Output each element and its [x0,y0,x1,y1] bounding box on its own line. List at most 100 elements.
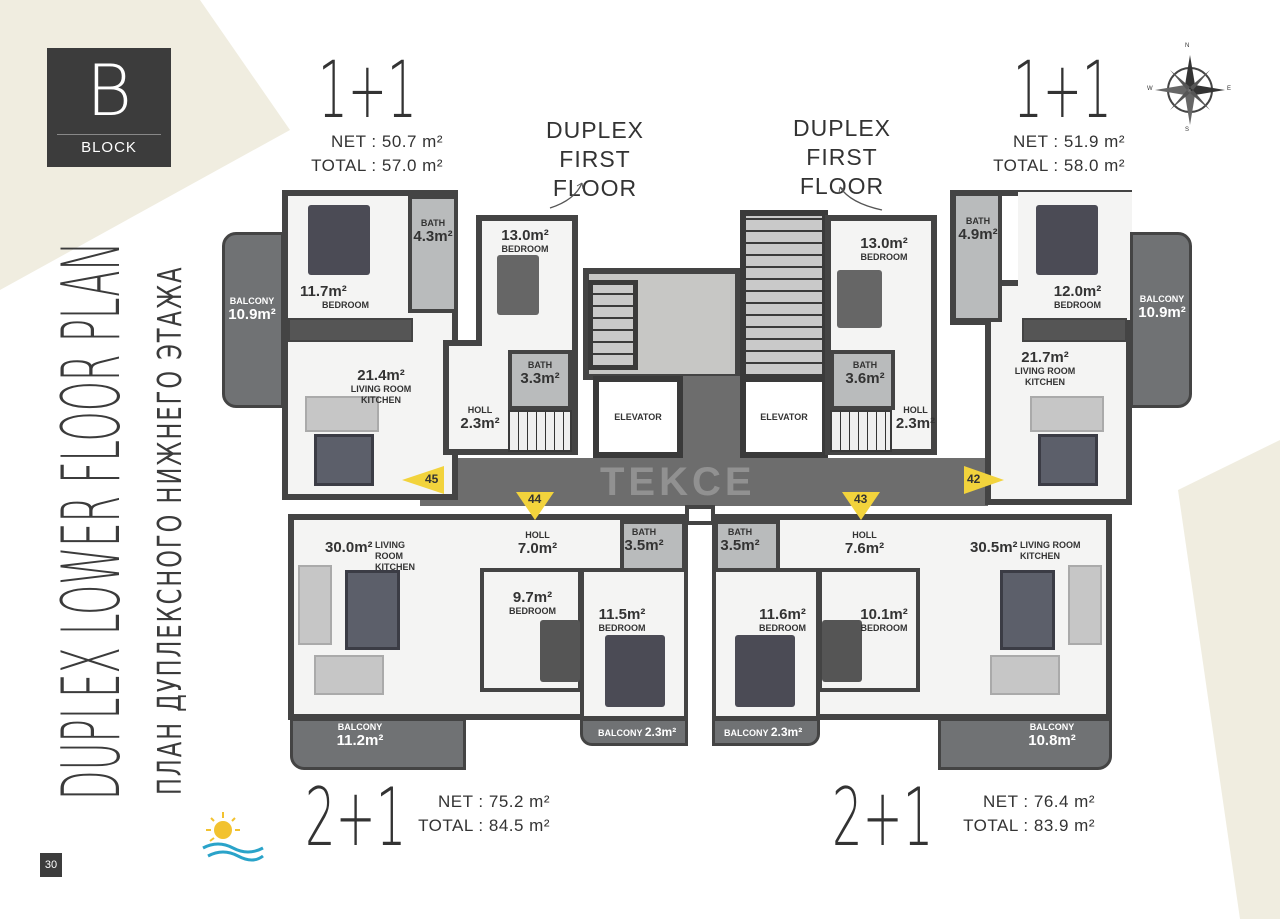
bed-icon [1036,205,1098,275]
elevator-left: ELEVATOR [593,376,683,458]
unit-type-top-left: 1+1 [318,46,417,136]
kitchen-counter [288,318,413,342]
sofa-icon [298,565,332,645]
bed-icon [837,270,882,328]
room-label: BALCONY 2.3m² [598,725,677,739]
marker-label-45: 45 [425,472,439,486]
duplex-line1: DUPLEX [792,115,892,141]
unit-type-top-right: 1+1 [1013,46,1112,136]
unit-type-bottom-left: 2+1 [305,771,407,864]
bath-dr [830,350,895,410]
bath-tl [408,195,458,313]
compass-n: N [1185,43,1190,49]
unit-area-bottom-right: NET : 76.4 m² TOTAL : 83.9 m² [952,790,1095,838]
unit-area-bottom-left: NET : 75.2 m² TOTAL : 84.5 m² [412,790,550,838]
compass-e: E [1227,86,1232,92]
sofa-icon [1068,565,1102,645]
stairs-icon [830,410,892,452]
bed-icon [735,635,795,707]
duplex-arrows [549,182,883,211]
block-label: BLOCK [57,134,161,156]
unit-area-top-left: NET : 50.7 m² TOTAL : 57.0 m² [285,130,443,178]
duplex-label-right: DUPLEX FIRST FLOOR [762,114,922,201]
page-number: 30 [40,853,62,877]
compass-w: W [1147,86,1153,92]
total-area: TOTAL : 58.0 m² [993,156,1125,175]
duplex-line2: FIRST FLOOR [552,146,638,201]
watermark: TEKCE [600,460,756,504]
duplex-line1: DUPLEX [545,117,645,143]
marker-label-44: 44 [528,492,542,506]
sofa-icon [314,655,384,695]
rug-icon [1000,570,1055,650]
marker-label-42: 42 [967,472,981,486]
bed-icon [497,255,539,315]
marker-45 [402,466,444,494]
bed-icon [605,635,665,707]
sofa-icon [1030,396,1104,432]
total-area: TOTAL : 83.9 m² [963,816,1095,835]
balcony-bl-1 [290,718,466,770]
stairs-icon [588,280,638,370]
bed-icon [540,620,580,682]
unit-type-bottom-right: 2+1 [832,771,934,864]
net-area: NET : 75.2 m² [438,792,550,811]
sofa-icon [990,655,1060,695]
elevator-right: ELEVATOR [740,376,828,458]
net-area: NET : 51.9 m² [1013,132,1125,151]
marker-42 [964,466,1004,494]
bed-icon [822,620,862,682]
sofa-icon [305,396,379,432]
sun-sea-logo [202,812,264,862]
room-label: 30.5m² LIVING ROOM KITCHEN [970,539,1081,562]
duplex-label-left: DUPLEX FIRST FLOOR [515,116,675,203]
room-label: 30.0m² LIVING ROOM KITCHEN [325,539,416,573]
page-title: DUPLEX LOWER FLOOR PLAN [45,241,138,801]
balcony-br-1 [712,718,820,746]
compass-s: S [1185,127,1190,133]
marker-43 [842,492,880,520]
stairs-icon [740,210,828,380]
balcony-bl-2 [580,718,688,746]
marker-label-43: 43 [854,492,868,506]
rug-icon [314,434,374,486]
lobby [683,376,740,460]
unit-area-top-right: NET : 51.9 m² TOTAL : 58.0 m² [965,130,1125,178]
entrance-markers [402,466,1004,520]
balcony-tr [1130,232,1192,408]
kitchen-counter [1022,318,1127,342]
page-subtitle-ru: ПЛАН ДУПЛЕКСНОГО НИЖНЕГО ЭТАЖА [150,265,189,795]
total-area: TOTAL : 84.5 m² [418,816,550,835]
block-letter: B [86,50,132,132]
total-area: TOTAL : 57.0 m² [311,156,443,175]
bed-icon [308,205,370,275]
room-label: BALCONY 2.3m² [724,725,803,739]
duplex-line2: FIRST FLOOR [799,144,885,199]
rug-icon [1038,434,1098,486]
bath-dl [508,350,572,410]
net-area: NET : 76.4 m² [983,792,1095,811]
balcony-br-2 [938,718,1112,770]
compass-icon: N S E W [1145,43,1235,135]
